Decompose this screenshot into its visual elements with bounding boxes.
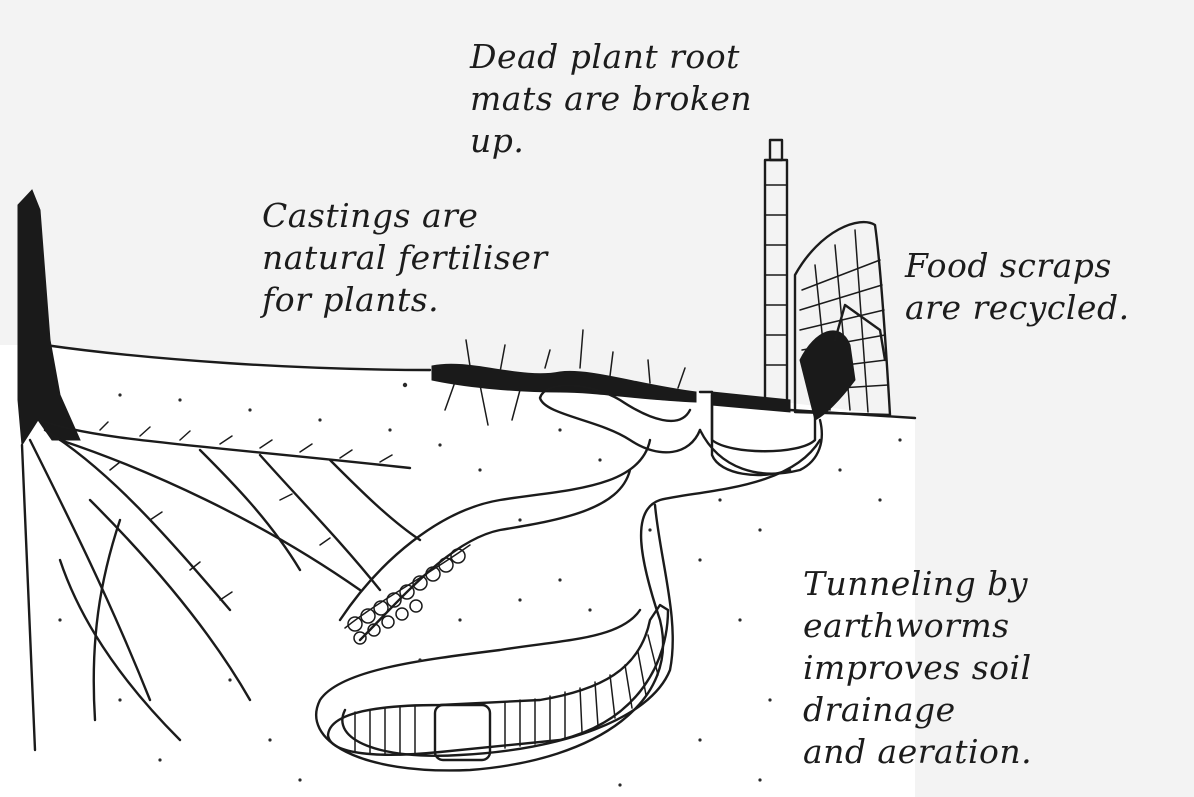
label-dead-plant-roots: Dead plant root mats are broken up. xyxy=(470,36,770,162)
drainage-column xyxy=(765,140,787,408)
label-castings: Castings are natural fertiliser for plan… xyxy=(262,195,552,321)
soil-region xyxy=(0,345,915,797)
column-bands xyxy=(765,185,787,365)
label-food-scraps: Food scraps are recycled. xyxy=(905,245,1165,329)
label-tunneling: Tunneling by earthworms improves soil dr… xyxy=(803,563,1193,773)
